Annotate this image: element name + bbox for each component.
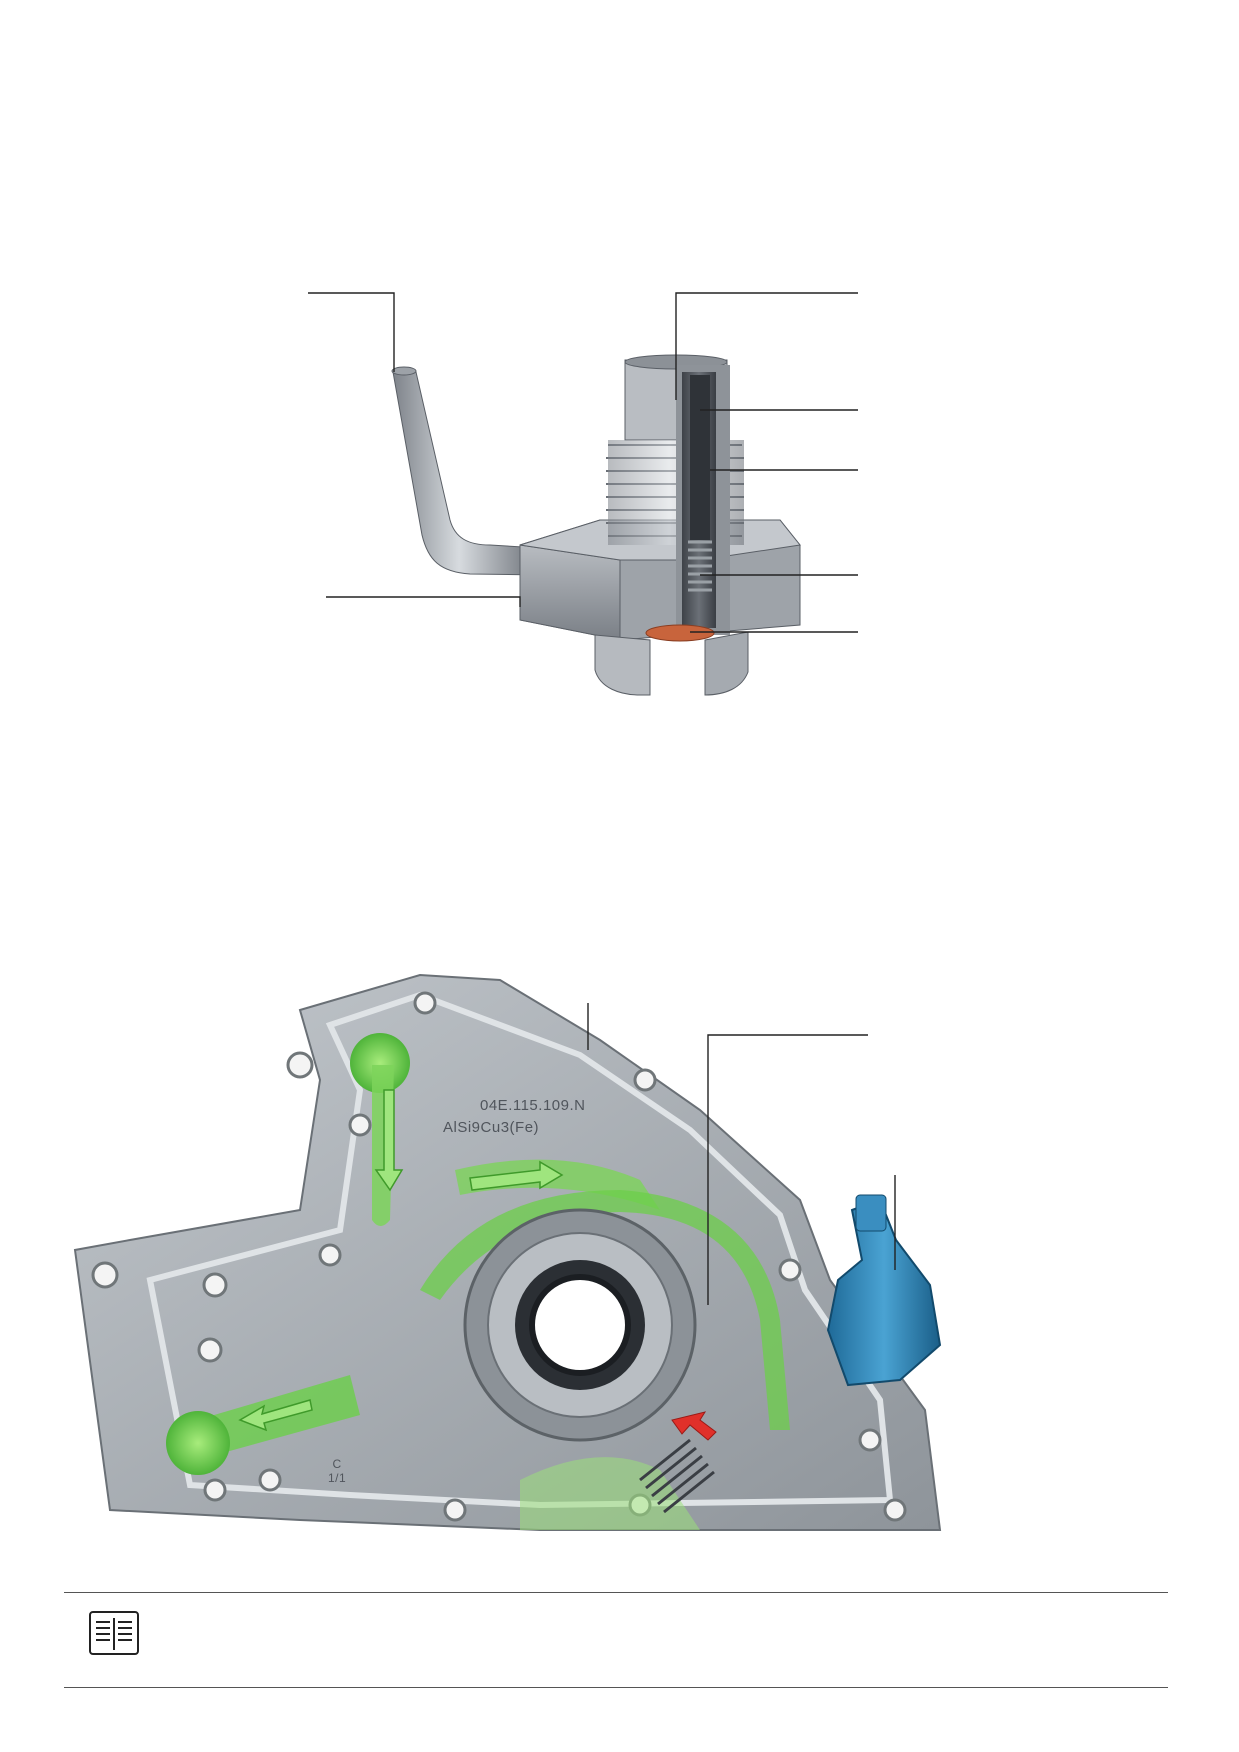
callout-leaders <box>308 292 858 633</box>
pressure-arrow <box>671 1411 717 1441</box>
flow-arrows <box>238 1089 564 1432</box>
housing-material-code: AlSi9Cu3(Fe) <box>443 1119 540 1136</box>
oil-pump-illustration <box>73 973 942 1531</box>
control-spring <box>639 1438 715 1514</box>
book-reference-icon <box>89 1611 139 1655</box>
spray-tube <box>391 366 541 576</box>
housing-cast-mark: C 1/1 <box>328 1457 347 1485</box>
housing-part-number: 04E.115.109.N <box>480 1097 586 1114</box>
callout-leaders <box>587 1003 896 1305</box>
lower-spigot <box>594 631 749 696</box>
valve-spring <box>688 540 712 592</box>
footer-bottom-rule <box>64 1687 1168 1688</box>
pump-rotor <box>463 1208 697 1442</box>
footer-top-rule <box>64 1592 1168 1593</box>
oil-spray-jet-illustration <box>308 292 858 696</box>
sealing-ring <box>645 624 715 642</box>
control-valve <box>826 1194 942 1387</box>
